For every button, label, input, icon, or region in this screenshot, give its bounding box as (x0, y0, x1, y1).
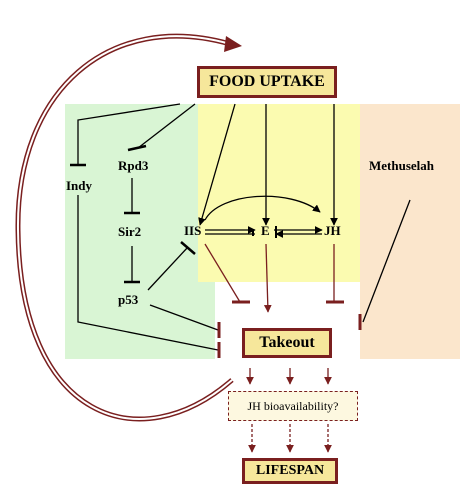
food-uptake-node: FOOD UPTAKE (197, 66, 337, 98)
lifespan-node: LIFESPAN (242, 458, 338, 484)
takeout-label: Takeout (259, 334, 315, 351)
food-uptake-label: FOOD UPTAKE (209, 73, 325, 90)
food-iis-link (198, 103, 236, 226)
lifespan-label: LIFESPAN (255, 463, 325, 478)
yellow-region (198, 104, 360, 282)
peach-region (360, 104, 460, 359)
jh-label: JH (324, 223, 341, 238)
rpd3-label: Rpd3 (118, 158, 149, 173)
iis-label: IIS (184, 223, 202, 238)
p53-label: p53 (118, 292, 139, 307)
food-rpd3-link (137, 103, 196, 149)
food-indy-link (77, 103, 181, 165)
jh-bioavailability-node: JH bioavailability? (228, 391, 358, 421)
sir2-label: Sir2 (118, 224, 142, 239)
takeout-node: Takeout (242, 328, 332, 358)
feedback-arrow (15, 33, 242, 422)
e-label: E (261, 223, 270, 238)
jh-bioavailability-label: JH bioavailability? (247, 398, 339, 413)
methuselah-label: Methuselah (369, 158, 434, 173)
indy-label: Indy (66, 178, 93, 193)
